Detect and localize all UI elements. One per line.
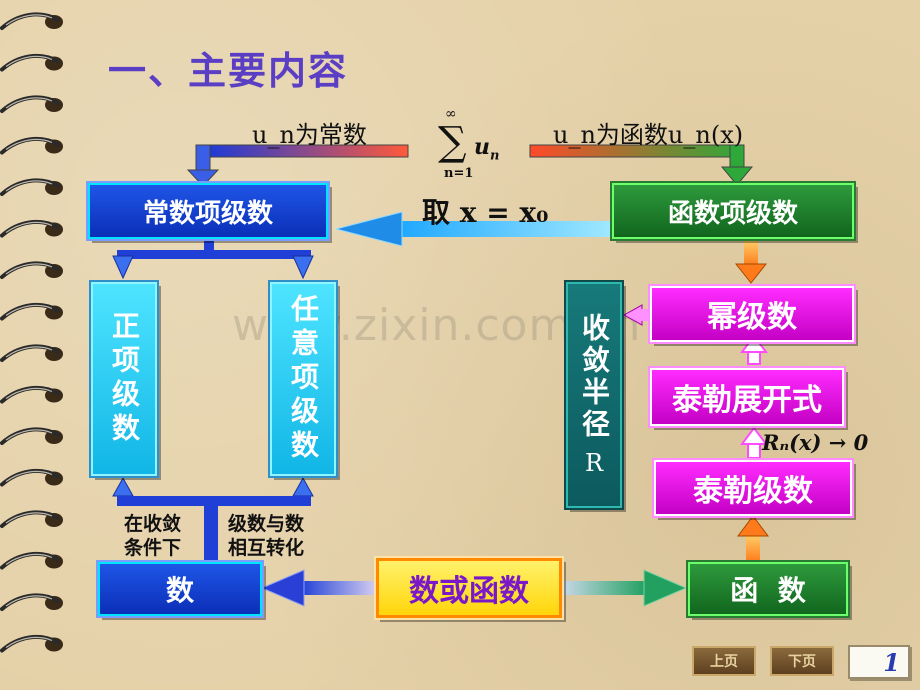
series-sum-subscript: n=1 (444, 166, 474, 181)
series-sum-term: un (474, 134, 500, 164)
branch-constant-label: u_n为常数 (252, 121, 367, 149)
binding-ring-highlight (5, 97, 53, 109)
constant-series-box: 常数项级数 (86, 181, 330, 241)
remainder-condition-label: Rₙ(x) → 0 (762, 430, 869, 455)
binding-ring-highlight (5, 636, 53, 648)
convergence-condition-line1: 在收敛 (124, 513, 182, 535)
binding-ring-highlight (5, 55, 53, 67)
series-sum-symbol: ∑ (438, 119, 467, 165)
binding-ring-highlight (5, 180, 53, 192)
branch-function-label: u_n为函数u_n(x) (553, 121, 744, 149)
binding-ring-highlight (5, 387, 53, 399)
convergence-condition-note: 在收敛 条件下 (124, 512, 181, 560)
binding-ring-highlight (5, 14, 53, 26)
binding-ring-highlight (5, 346, 53, 358)
binding-ring-highlight (5, 138, 53, 150)
binding-ring-highlight (5, 470, 53, 482)
arrow-head (740, 426, 768, 445)
connector-bar (204, 238, 214, 250)
taylor-expansion-box: 泰勒展开式 (648, 366, 846, 428)
taylor-series-box: 泰勒级数 (652, 458, 854, 518)
next-page-button[interactable]: 下页 (770, 646, 834, 676)
power-series-box: 幂级数 (648, 284, 856, 344)
arrow-head (260, 569, 305, 607)
arrow-head (720, 166, 754, 186)
binding-ring-highlight (5, 221, 53, 233)
arrow-head (112, 255, 134, 280)
connector-bar (117, 250, 311, 259)
arrow-head (622, 304, 643, 326)
conversion-note-line1: 级数与数 (228, 513, 305, 535)
connector-bar (400, 221, 610, 237)
arrow-head (643, 569, 688, 607)
binding-ring-highlight (5, 553, 53, 565)
binding-ring-highlight (5, 595, 53, 607)
connector-bar (204, 506, 218, 560)
binding-ring-highlight (5, 512, 53, 524)
radius-label: 收敛半径 (578, 313, 611, 441)
arrow-head (292, 255, 314, 280)
notebook-binding-rings (0, 12, 63, 653)
connector-bar (300, 581, 378, 595)
connector-bar (562, 581, 646, 595)
connector-bar (744, 240, 758, 266)
convergence-condition-line2: 条件下 (124, 537, 182, 559)
binding-ring-highlight (5, 304, 53, 316)
page-number: 1 (848, 645, 910, 679)
arrow-head (292, 476, 314, 497)
arrow-head (335, 211, 403, 247)
arrow-head (737, 515, 769, 537)
binding-ring-highlight (5, 429, 53, 441)
radius-box: 收敛半径 R (564, 280, 624, 510)
arrow-head (112, 476, 134, 497)
arrow-head (740, 334, 768, 353)
number-or-function-box: 数或函数 (374, 556, 564, 620)
prev-page-button[interactable]: 上页 (692, 646, 756, 676)
series-sum-superscript: ∞ (445, 106, 457, 122)
function-box: 函 数 (686, 560, 850, 618)
take-x-label: 取 x = x₀ (422, 196, 549, 229)
function-series-box: 函数项级数 (610, 181, 856, 241)
binding-ring-highlight (5, 263, 53, 275)
positive-series-box: 正项级数 (89, 280, 159, 478)
conversion-note: 级数与数 相互转化 (228, 512, 304, 560)
conversion-note-line2: 相互转化 (228, 537, 305, 559)
page-title: 一、主要内容 (108, 49, 349, 93)
connector-bar (195, 144, 211, 174)
connector-bar (746, 534, 760, 562)
radius-symbol: R (584, 449, 604, 477)
arrow-head (186, 169, 220, 187)
number-box: 数 (96, 560, 264, 618)
arbitrary-series-box: 任意项级数 (268, 280, 338, 478)
arrow-head (734, 263, 768, 284)
connector-bar (640, 309, 652, 321)
connector-bar (117, 496, 311, 506)
